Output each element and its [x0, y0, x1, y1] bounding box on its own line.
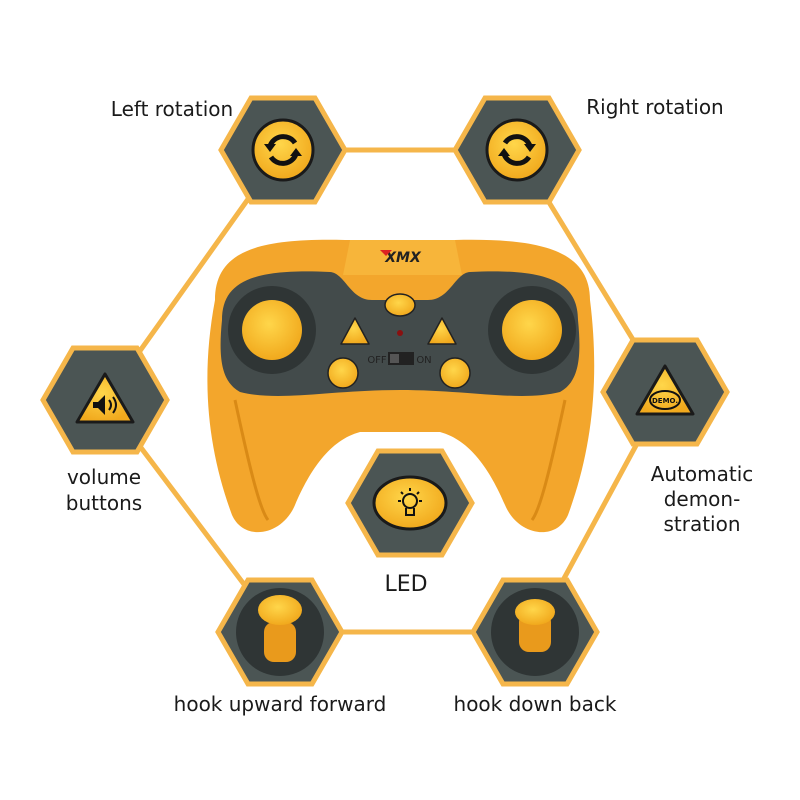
- right-rotation-button-small: [439, 357, 471, 389]
- left-joystick: [242, 300, 302, 360]
- node-right-rotation: [455, 98, 579, 202]
- label-volume-line2: buttons: [65, 491, 143, 515]
- label-hook-up: hook upward forward: [173, 692, 387, 716]
- svg-text:XMX: XMX: [384, 250, 422, 266]
- light-bulb-icon: [398, 488, 422, 516]
- label-volume-line1: volume: [66, 465, 142, 489]
- demo-icon: [649, 390, 681, 410]
- label-demo-line1: Automatic: [650, 462, 754, 486]
- switch-on-label: ON: [416, 355, 431, 366]
- rotate-ccw-icon: [267, 134, 299, 166]
- left-rotation-button-small: [327, 357, 359, 389]
- brand-logo: XMX: [380, 250, 422, 266]
- joystick-up-icon: [264, 622, 296, 662]
- node-volume: [43, 348, 167, 452]
- demo-button-small: [427, 317, 457, 345]
- speaker-icon: [93, 395, 117, 415]
- volume-button-small: [340, 317, 370, 345]
- demo-badge: DEMO.: [652, 397, 678, 405]
- node-left-rotation: [221, 98, 345, 202]
- label-demo-line2: demon-: [663, 487, 741, 511]
- power-indicator: [397, 330, 403, 336]
- node-demo: DEMO.: [603, 340, 727, 444]
- right-joystick: [502, 300, 562, 360]
- controller-image: XMX: [207, 239, 595, 533]
- label-demo-line3: stration: [663, 512, 741, 536]
- switch-off-label: OFF: [367, 355, 387, 366]
- label-hook-down: hook down back: [453, 692, 617, 716]
- label-left-rotation: Left rotation: [110, 97, 234, 121]
- label-led: LED: [384, 572, 428, 597]
- node-hook-down: [473, 580, 597, 684]
- rotate-cw-icon: [501, 134, 533, 166]
- node-led: [348, 451, 472, 555]
- node-hook-up: [218, 580, 342, 684]
- label-right-rotation: Right rotation: [586, 95, 724, 119]
- led-button-small: [384, 293, 416, 317]
